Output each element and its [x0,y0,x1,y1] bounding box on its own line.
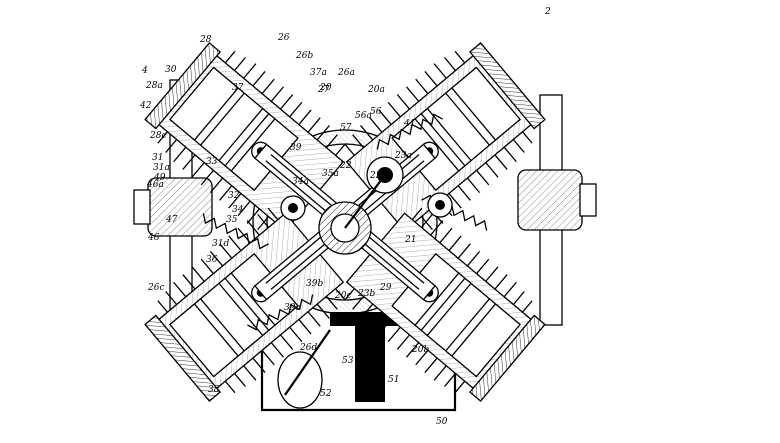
ref-label-37: 37 [232,83,244,93]
ref-label-57: 57 [340,123,352,133]
ref-label-4: 4 [141,66,148,76]
right-manifold [517,94,597,326]
crankshaft [280,156,453,255]
ref-label-39b: 39b [306,279,323,289]
ref-label-20c: 20c [334,291,352,301]
ref-label-20b: 20b [411,345,429,355]
ref-label-31d: 31d [212,239,229,249]
ref-label-26a: 26a [337,68,355,78]
ref-label-39: 39 [290,143,302,153]
ref-label-35a: 35a [322,169,339,179]
ref-label-31: 31 [152,153,163,163]
ref-label-28: 28 [199,35,212,45]
ref-label-46a: 46a [146,180,164,190]
ref-label-23b: 23b [357,289,375,299]
ref-label-26c: 26c [147,283,165,293]
ref-label-39a: 39a [284,303,301,313]
ref-label-56a: 56a [355,111,372,121]
ref-label-47: 47 [165,215,178,225]
ref-label-34: 34 [232,205,244,215]
ref-label-52: 52 [320,389,332,399]
ref-label-37a: 37a [310,68,327,78]
ref-label-21: 21 [404,235,416,245]
ref-label-30: 30 [165,65,177,75]
ref-label-33: 33 [206,157,218,167]
ref-label-35: 35 [226,215,238,225]
ref-label-46: 46 [147,233,160,243]
ref-label-38: 38 [208,385,220,395]
ref-label-34a: 34a [292,177,309,187]
ref-label-49: 49 [153,173,166,183]
ref-label-23a: 23a [394,151,412,161]
ref-label-41: 41 [403,119,415,129]
ref-label-56: 56 [370,107,382,117]
ref-label-2: 2 [544,7,551,17]
ref-label-36: 36 [206,255,218,265]
ref-label-28c: 28c [149,131,167,141]
ref-label-20: 20 [319,83,332,93]
ref-label-32: 32 [228,191,240,201]
ref-label-26b: 26b [295,51,313,61]
reference-numerals: 2 4 20 20a 20b 20c 21 22 23 23a 23b 26 26a 26b 26c 26d 2… [139,7,551,427]
ref-label-20a: 20a [367,85,385,95]
ref-label-28a: 28a [145,81,163,91]
ref-label-27: 27 [317,85,330,95]
ref-label-42: 42 [139,101,152,111]
ref-label-22: 22 [339,161,352,171]
ref-label-29: 29 [379,283,392,293]
ref-label-53: 53 [342,356,354,366]
ref-label-23: 23 [369,171,382,181]
ref-label-50: 50 [436,417,448,427]
ref-label-26: 26 [277,33,290,43]
ref-label-26d: 26d [299,343,317,353]
ref-label-31a: 31a [153,163,170,173]
ref-label-51: 51 [388,375,399,385]
